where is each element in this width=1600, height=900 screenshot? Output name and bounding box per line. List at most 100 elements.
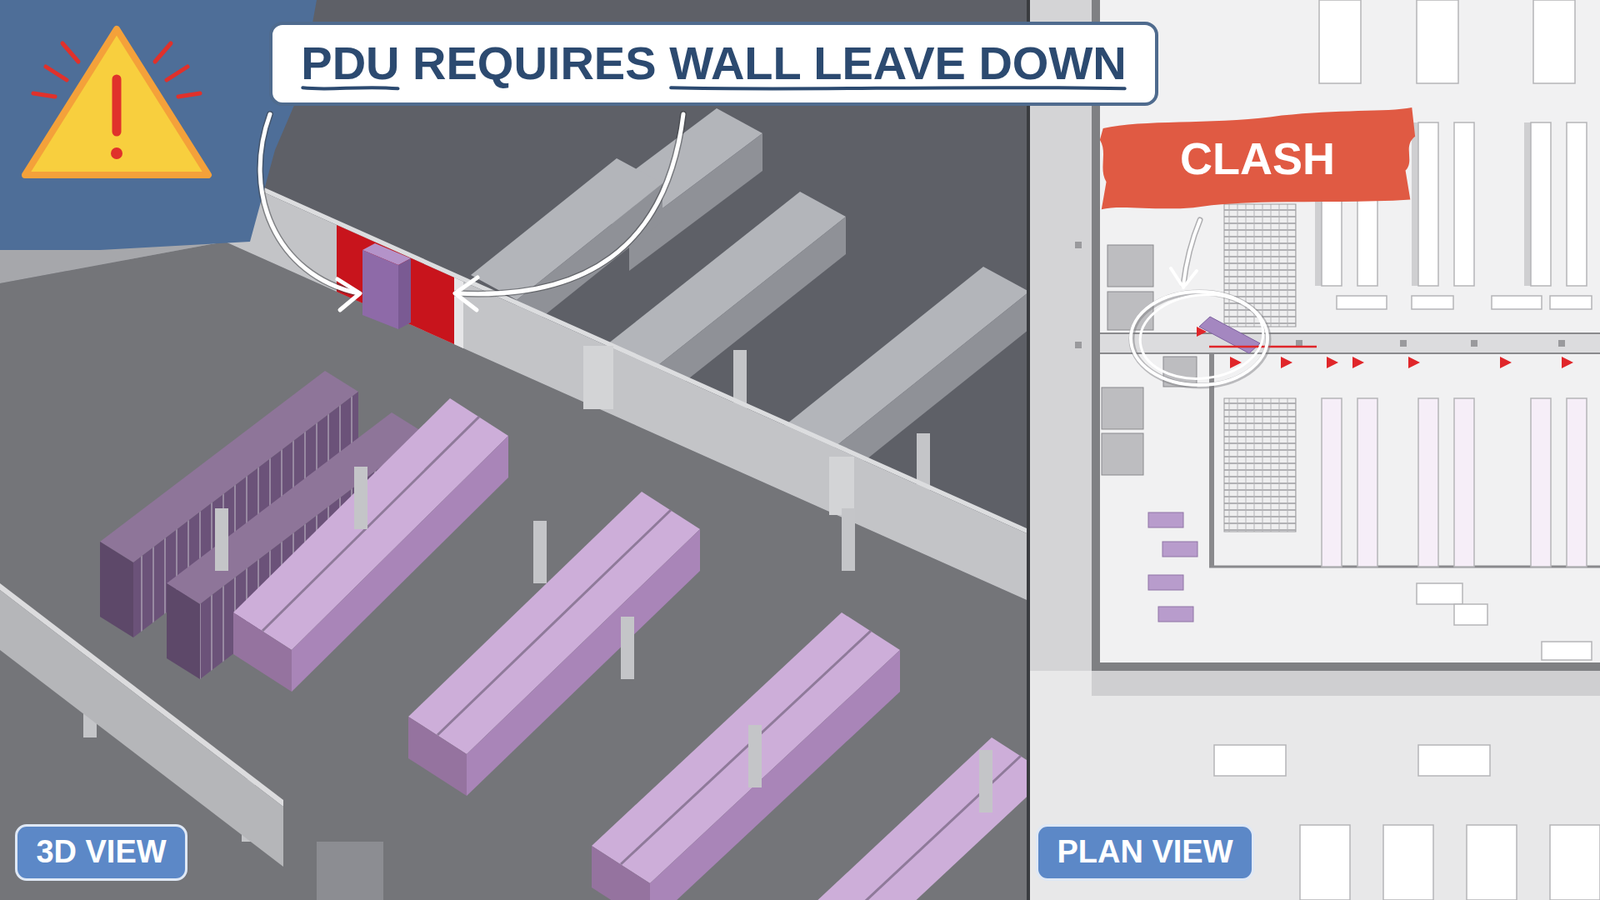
three-d-render <box>0 0 1027 900</box>
illustration-part <box>1566 398 1587 567</box>
illustration-part <box>1530 122 1551 286</box>
rack-rows <box>233 398 1027 900</box>
illustration-part <box>33 43 200 97</box>
view-label: PLAN VIEW <box>1035 824 1255 881</box>
illustration-part <box>1319 0 1361 84</box>
illustration-part <box>533 520 547 584</box>
illustration-part <box>0 583 284 807</box>
illustration-part <box>1558 340 1565 347</box>
pdu-plan <box>1199 316 1260 354</box>
illustration-part <box>1418 122 1439 286</box>
view-label: 3D VIEW <box>15 824 188 881</box>
clash-tag: CLASH <box>1096 104 1419 214</box>
illustration-part <box>1400 340 1407 347</box>
clash-circle <box>1130 289 1269 386</box>
illustration-part <box>1550 825 1600 900</box>
illustration-part <box>262 416 480 631</box>
illustration-part <box>1170 268 1197 288</box>
illustration-part <box>1209 345 1317 349</box>
illustration-part <box>260 114 359 294</box>
highlighted-wall <box>336 225 455 345</box>
node-text: PLAN VIEW <box>1056 834 1233 871</box>
illustration-part <box>1541 641 1592 660</box>
illustration-part <box>408 716 467 796</box>
illustration-part <box>1561 356 1574 369</box>
illustration-part <box>1418 398 1439 567</box>
illustration-part <box>215 508 229 571</box>
illustration-part <box>1418 745 1490 776</box>
illustration-part <box>1075 241 1082 249</box>
illustration-part <box>1500 356 1512 369</box>
illustration-part <box>1416 0 1459 84</box>
illustration-part <box>829 456 855 515</box>
callout-box: PDU REQUIRES WALL LEAVE DOWN <box>269 21 1159 106</box>
illustration-part <box>233 612 292 692</box>
illustration-part <box>398 258 411 330</box>
illustration-part <box>260 114 1200 310</box>
illustration-part <box>1148 512 1184 528</box>
illustration-part <box>25 29 209 175</box>
illustration-part <box>1383 825 1434 900</box>
illustration-part <box>354 466 368 530</box>
illustration-part <box>62 43 79 62</box>
illustration-part <box>408 491 700 755</box>
illustration-part <box>620 616 635 680</box>
illustration-part <box>1336 295 1387 310</box>
illustration-part <box>748 725 762 788</box>
illustration-part <box>1470 340 1478 347</box>
illustration-part <box>620 630 871 865</box>
illustration-part <box>591 612 900 884</box>
node-text: CLASH <box>1180 132 1335 185</box>
illustration-part <box>1416 583 1463 605</box>
illustration-part <box>1530 398 1551 567</box>
illustration-part <box>800 737 1027 900</box>
illustration-part <box>1162 541 1198 557</box>
illustration-part <box>1196 326 1207 337</box>
illustration-part <box>178 93 200 97</box>
illustration-part <box>1566 122 1587 286</box>
illustration-part <box>33 93 55 97</box>
illustration-part <box>979 750 993 813</box>
illustration-part <box>166 66 188 80</box>
illustration-part <box>1321 398 1342 567</box>
illustration-part <box>100 541 134 638</box>
illustration-part <box>1091 670 1600 696</box>
illustration-part <box>1100 107 1415 210</box>
warning-icon <box>25 29 209 175</box>
illustration-part <box>1280 356 1293 369</box>
illustration-part <box>1030 670 1600 900</box>
illustration-part <box>455 277 478 310</box>
illustration-part <box>456 114 684 295</box>
illustration-part <box>1026 0 1600 900</box>
illustration-part <box>583 345 614 410</box>
illustration-part <box>337 279 360 310</box>
illustration-part <box>1101 433 1144 475</box>
illustration-part <box>1075 241 1565 349</box>
illustration-part <box>1100 352 1600 355</box>
illustration-part <box>1408 356 1420 369</box>
illustration-part <box>1135 289 1268 385</box>
node-text: PDU REQUIRES WALL LEAVE DOWN <box>300 36 1126 90</box>
illustration-part <box>1026 0 1030 900</box>
illustration-part <box>260 114 359 294</box>
illustration-part <box>1352 356 1365 369</box>
illustration-part <box>166 583 200 680</box>
illustration-part <box>1454 122 1475 286</box>
node-text: 3D VIEW <box>35 834 166 871</box>
illustration-part <box>1107 245 1154 287</box>
illustration-part <box>1300 825 1350 900</box>
illustration-part <box>1411 122 1419 286</box>
illustration-part <box>1101 387 1144 430</box>
illustration-part <box>1550 295 1592 310</box>
illustration-part <box>110 147 123 160</box>
illustration-part <box>1466 825 1517 900</box>
illustration-part <box>1524 122 1531 286</box>
illustration-part <box>1075 341 1082 349</box>
illustration-part <box>1100 332 1600 335</box>
illustration-part <box>316 841 384 900</box>
illustration-part <box>456 114 684 295</box>
illustration-part <box>1091 662 1600 671</box>
illustration-part <box>1100 333 1600 354</box>
